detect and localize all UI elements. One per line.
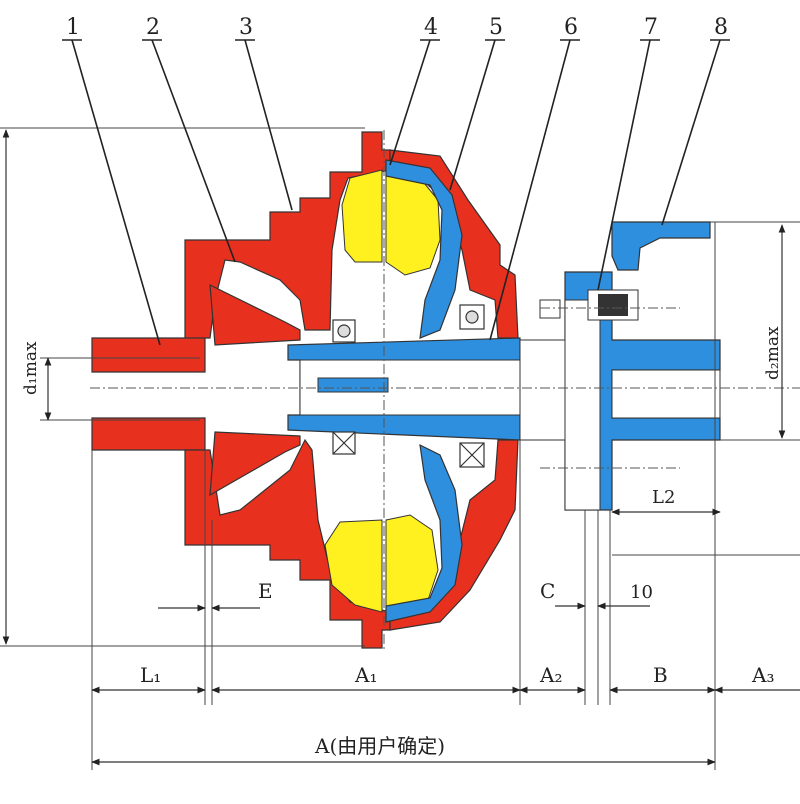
- label-C: C: [540, 579, 555, 603]
- callout-5: 5: [489, 15, 503, 40]
- label-E: E: [258, 579, 273, 603]
- label-10: 10: [630, 582, 653, 603]
- label-A2: A₂: [539, 663, 562, 687]
- label-A-total: A(由用户确定): [314, 734, 445, 758]
- turbine-lower: [385, 443, 463, 623]
- connecting-shaft: [519, 339, 566, 441]
- hub-upper: [91, 131, 391, 373]
- coupling-flange-top: [611, 221, 711, 271]
- dimension-lines: [2, 129, 800, 766]
- label-A3: A₃: [751, 663, 774, 687]
- bearing-cross-right-bottom: [459, 442, 485, 468]
- callout-4: 4: [424, 15, 438, 40]
- label-d2max: d₂max: [763, 326, 783, 380]
- red-housing: [91, 131, 519, 649]
- bearing-ball-left-top: [337, 324, 351, 338]
- output-coupling: [519, 221, 721, 511]
- shaft-key: [317, 377, 389, 393]
- callout-3: 3: [239, 15, 253, 40]
- extension-lines: [0, 127, 800, 770]
- hub-lower: [91, 417, 206, 451]
- callout-6: 6: [564, 15, 578, 40]
- callout-2: 2: [146, 15, 160, 40]
- hub-rib-upper: [209, 283, 301, 346]
- casing-upper-right: [389, 149, 519, 339]
- label-A1: A₁: [354, 663, 377, 687]
- bearing-ball-right-top: [465, 310, 479, 324]
- bearing-cross-left-bottom: [332, 431, 356, 455]
- callout-1: 1: [66, 15, 80, 40]
- coupling-disc: [564, 299, 601, 511]
- bolt-head: [539, 299, 561, 319]
- coupling-bore: [611, 369, 721, 419]
- fluid-upper: [341, 169, 383, 263]
- turbine-upper: [385, 159, 463, 339]
- leader-lines: [62, 39, 730, 346]
- dimension-labels: d₁max d₂max E C 10 L2 L₁ A₁ A₂ B A₃ A(由用…: [21, 326, 783, 758]
- callout-7: 7: [644, 15, 658, 40]
- hub-rib-lower: [209, 431, 301, 497]
- bearings: [332, 304, 485, 468]
- callout-labels: 1 2 3 4 5 6 7 8: [66, 15, 728, 40]
- label-B: B: [653, 663, 668, 687]
- label-L1: L₁: [140, 663, 161, 687]
- coupling-pin-dark: [598, 294, 628, 316]
- fluid-lower: [324, 519, 383, 613]
- label-L2: L2: [652, 487, 675, 508]
- housing-lower: [184, 438, 391, 649]
- label-d1max: d₁max: [21, 341, 41, 395]
- callout-8: 8: [714, 15, 728, 40]
